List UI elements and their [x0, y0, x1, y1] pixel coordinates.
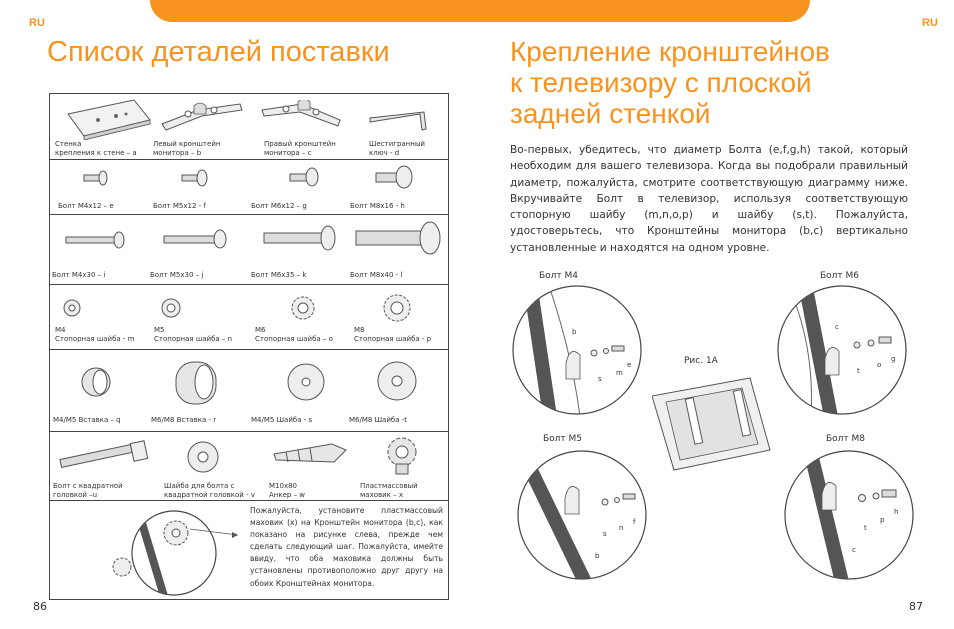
- part-label-s: M4/M5 Шайба - s: [251, 416, 313, 424]
- part-label-t: M6/M8 Шайба -t: [349, 416, 407, 424]
- washer-t-illustration: [376, 360, 418, 402]
- part-label-k: Болт M6x35 – k: [251, 271, 307, 279]
- language-tag-left: RU: [29, 17, 45, 29]
- part-label-m: M4 Стопорная шайба - m: [55, 326, 135, 343]
- diagram-label-fig-1a: Рис. 1A: [684, 356, 718, 366]
- letter-m4-m: m: [616, 369, 623, 377]
- lock-washer-m-illustration: [62, 298, 82, 318]
- page-number-right: 87: [909, 600, 923, 613]
- knob-install-note: Пожалуйста, установите пластмассовый мах…: [250, 506, 443, 588]
- insert-q-illustration: [78, 364, 114, 400]
- bolt-j-illustration: [162, 225, 230, 253]
- letter-m8-t: t: [864, 524, 867, 532]
- bolt-g-illustration: [288, 166, 320, 188]
- knob-install-illustration: [106, 503, 242, 599]
- bolt-h-illustration: [374, 164, 414, 190]
- part-label-a: Стенка крепления к стене – a: [55, 140, 137, 157]
- part-label-w: M10x80 Анкер – w: [269, 482, 306, 499]
- part-label-e: Болт M4x12 – e: [58, 202, 114, 210]
- part-label-v: Шайба для болта с квадратной головкой - …: [164, 482, 255, 499]
- lock-washer-o-illustration: [290, 295, 316, 321]
- part-label-d: Шестигранный ключ - d: [369, 140, 425, 157]
- insert-r-illustration: [172, 358, 222, 408]
- letter-m4-s: s: [598, 375, 602, 383]
- bolt-l-illustration: [354, 217, 444, 261]
- parts-row-6: Болт с квадратной головкой –u Шайба для …: [50, 432, 448, 501]
- part-label-p: M8 Стопорная шайба - p: [354, 326, 432, 343]
- part-label-h: Болт M8x16 - h: [350, 202, 405, 210]
- washer-s-illustration: [286, 362, 326, 402]
- bolt-f-illustration: [180, 168, 210, 188]
- part-label-f: Болт M5x12 - f: [153, 202, 206, 210]
- letter-m6-o: o: [877, 361, 882, 369]
- letter-m5-b: b: [595, 552, 600, 560]
- diagram-bolt-m8: t p h c: [782, 448, 916, 586]
- diagram-bolt-m4: b m e s: [510, 283, 644, 421]
- part-label-q: M4/M5 Вставка – q: [53, 416, 121, 424]
- lock-washer-p-illustration: [382, 293, 412, 323]
- parts-row-5: M4/M5 Вставка – q M6/M8 Вставка - r M4/M…: [50, 350, 448, 432]
- left-bracket-illustration: [158, 100, 244, 134]
- wall-plate-illustration: [64, 98, 154, 140]
- letter-m4-b: b: [572, 328, 577, 336]
- part-label-n: M5 Стопорная шайба – n: [154, 326, 233, 343]
- page-title-right: Крепление кронштейнов к телевизору с пло…: [510, 36, 830, 129]
- part-label-g: Болт M6x12 – g: [251, 202, 307, 210]
- anchor-w-illustration: [270, 438, 350, 472]
- part-label-b: Левый кронштейн монитора – b: [153, 140, 221, 157]
- part-label-o: M6 Стопорная шайба – o: [255, 326, 333, 343]
- letter-m5-s: s: [603, 530, 607, 538]
- letter-m4-e: e: [627, 361, 632, 369]
- diagram-label-m8: Болт M8: [826, 434, 866, 444]
- washer-v-illustration: [186, 440, 220, 474]
- diagram-bolt-m5: s n f b: [515, 448, 649, 586]
- knob-x-illustration: [382, 434, 422, 476]
- parts-table: Стенка крепления к стене – a Левый кронш…: [49, 93, 449, 600]
- diagram-label-m4: Болт M4: [539, 271, 579, 281]
- parts-row-2: Болт M4x12 – e Болт M5x12 - f Болт M6x12…: [50, 160, 448, 215]
- letter-m5-n: n: [619, 524, 624, 532]
- part-label-i: Болт M4x30 – i: [52, 271, 106, 279]
- parts-row-7: Пожалуйста, установите пластмассовый мах…: [50, 501, 448, 599]
- part-label-x: Пластмассовый маховик – x: [360, 482, 418, 499]
- diagram-fig-1a: [651, 368, 772, 482]
- header-accent-bar: [150, 0, 810, 22]
- letter-m5-f: f: [633, 518, 636, 526]
- square-bolt-u-illustration: [56, 440, 152, 472]
- right-bracket-illustration: [258, 100, 344, 134]
- part-label-u: Болт с квадратной головкой –u: [53, 482, 123, 499]
- parts-row-3: Болт M4x30 – i Болт M5x30 – j Болт M6x35…: [50, 215, 448, 285]
- diagram-label-m5: Болт M5: [543, 434, 583, 444]
- hex-key-illustration: [368, 104, 432, 134]
- part-label-j: Болт M5x30 – j: [150, 271, 204, 279]
- parts-row-4: M4 Стопорная шайба - m M5 Стопорная шайб…: [50, 285, 448, 350]
- lock-washer-n-illustration: [160, 297, 182, 319]
- letter-m6-c: c: [835, 323, 839, 331]
- letter-m6-g: g: [891, 355, 896, 363]
- diagram-bolt-m6: c o g t: [775, 283, 909, 421]
- diagram-label-m6: Болт M6: [820, 271, 860, 281]
- page-number-left: 86: [33, 600, 47, 613]
- letter-m8-p: p: [880, 516, 885, 524]
- language-tag-right: RU: [922, 17, 938, 29]
- bolt-i-illustration: [64, 227, 128, 253]
- page-title-left: Список деталей поставки: [47, 36, 390, 68]
- bolt-k-illustration: [262, 221, 338, 255]
- bolt-e-illustration: [82, 168, 110, 188]
- letter-m6-t: t: [857, 367, 860, 375]
- letter-m8-c: c: [852, 546, 856, 554]
- part-label-r: M6/M8 Вставка - r: [151, 416, 217, 424]
- part-label-c: Правый кронштейн монитора – c: [264, 140, 336, 157]
- parts-row-1: Стенка крепления к стене – a Левый кронш…: [50, 94, 448, 160]
- instructions-paragraph: Во-первых, убедитесь, что диаметр Болта …: [510, 144, 908, 254]
- letter-m8-h: h: [894, 508, 899, 516]
- part-label-l: Болт M8x40 - l: [350, 271, 403, 279]
